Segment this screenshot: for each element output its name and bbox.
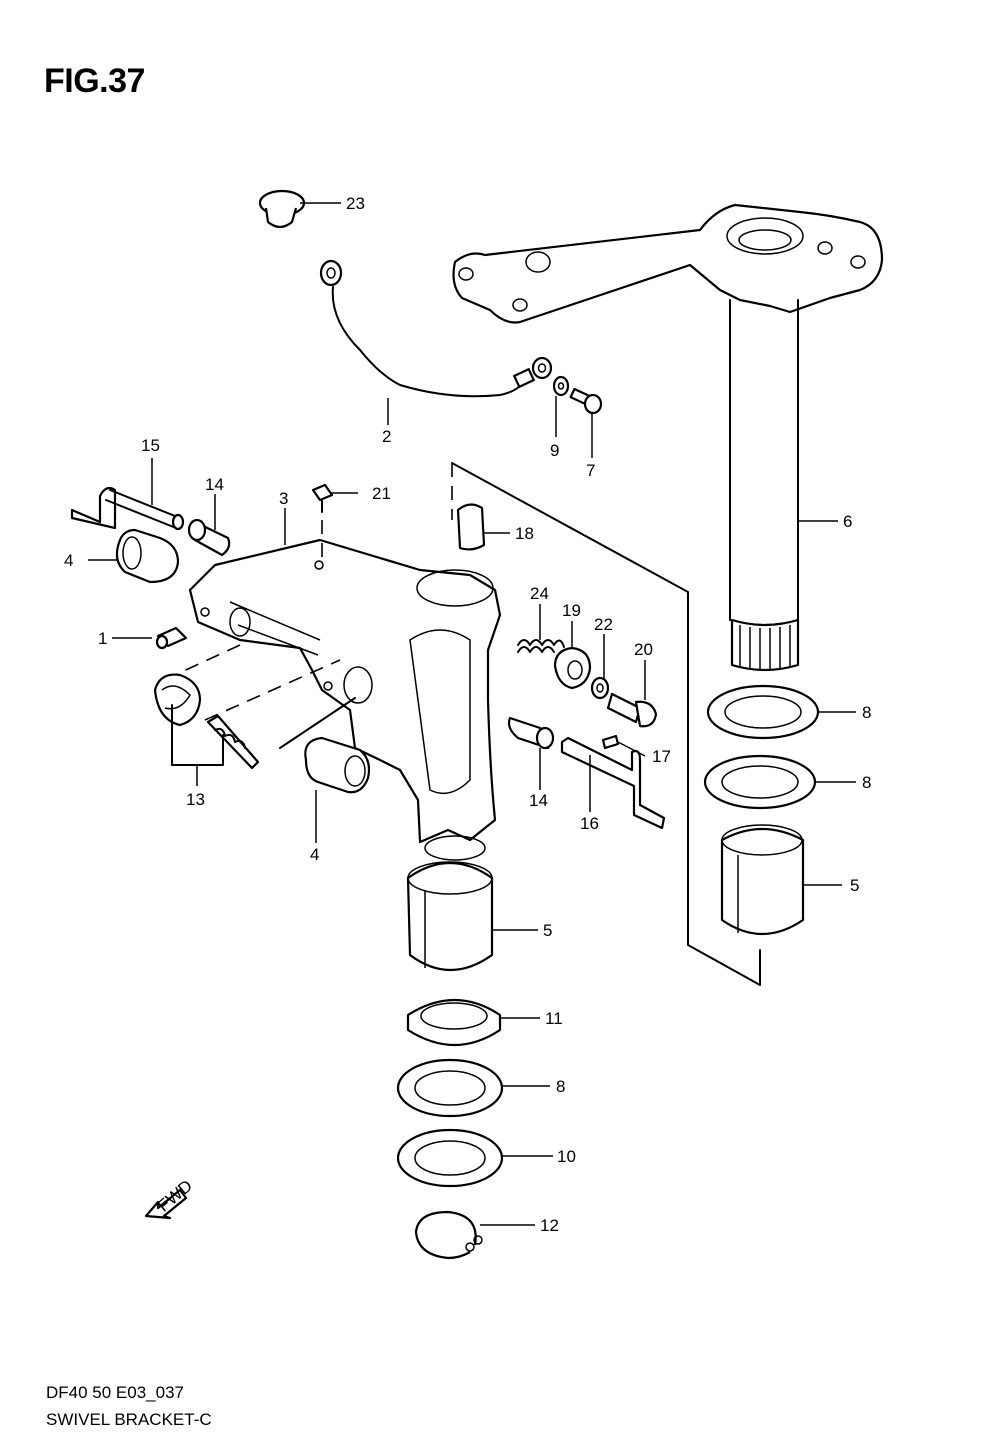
callout-19: 19 <box>562 601 581 620</box>
callout-13: 13 <box>186 790 205 809</box>
part-14-bushing-upper[interactable] <box>187 518 231 557</box>
part-1-grease-nipple[interactable] <box>155 626 188 650</box>
callout-1: 1 <box>98 629 107 648</box>
callout-3: 3 <box>279 489 288 508</box>
callout-12: 12 <box>540 1216 559 1235</box>
diagram-name: SWIVEL BRACKET-C <box>46 1410 212 1429</box>
callout-8-lower: 8 <box>556 1077 565 1096</box>
callout-6: 6 <box>843 512 852 531</box>
callout-8-right-upper: 8 <box>862 703 871 722</box>
diagram-code: DF40 50 E03_037 <box>46 1383 184 1402</box>
part-23-cap[interactable] <box>258 189 306 229</box>
part-16-tilt-lever[interactable] <box>560 736 666 830</box>
callout-8-right-lower: 8 <box>862 773 871 792</box>
part-6-steering-bracket[interactable] <box>452 203 884 672</box>
callout-10: 10 <box>557 1147 576 1166</box>
callout-21: 21 <box>372 484 391 503</box>
part-17-pin[interactable] <box>601 734 620 750</box>
callout-15: 15 <box>141 436 160 455</box>
callout-4-lower: 4 <box>310 845 319 864</box>
part-11-seal[interactable] <box>406 999 502 1046</box>
part-4-bushing-upper[interactable] <box>115 528 180 584</box>
part-8-washer-right-lower[interactable] <box>703 754 817 810</box>
part-24-spring[interactable] <box>517 639 565 653</box>
callout-labels: 23 2 9 7 6 8 8 5 15 14 4 3 21 18 24 19 2… <box>64 194 871 1235</box>
callout-5-right: 5 <box>850 876 859 895</box>
callout-23: 23 <box>346 194 365 213</box>
part-7-bolt[interactable] <box>569 387 603 415</box>
fwd-label: FWD <box>154 1176 196 1215</box>
part-18-pad[interactable] <box>456 503 486 551</box>
part-13-spring-assembly[interactable] <box>153 673 260 770</box>
callout-24: 24 <box>530 584 549 603</box>
callout-5-left: 5 <box>543 921 552 940</box>
part-3-swivel-bracket[interactable] <box>188 538 502 861</box>
part-9-washer[interactable] <box>552 375 570 397</box>
part-5-bushing-left[interactable] <box>406 861 494 972</box>
leader-lines <box>88 202 856 1226</box>
callout-11: 11 <box>545 1009 563 1028</box>
callout-2: 2 <box>382 427 391 446</box>
callout-9: 9 <box>550 441 559 460</box>
part-8-washer-lower[interactable] <box>396 1058 504 1118</box>
callout-14-upper: 14 <box>205 475 224 494</box>
callout-18: 18 <box>515 524 534 543</box>
figure-title: FIG.37 <box>44 62 145 100</box>
part-12-circlip[interactable] <box>414 1210 483 1260</box>
callout-17: 17 <box>652 747 671 766</box>
part-10-washer[interactable] <box>396 1128 504 1188</box>
callout-20: 20 <box>634 640 653 659</box>
assembly-frame <box>451 462 761 986</box>
part-22-washer[interactable] <box>590 676 610 700</box>
part-4-bushing-lower[interactable] <box>304 736 371 794</box>
callout-16: 16 <box>580 814 599 833</box>
part-19-knob[interactable] <box>553 646 592 690</box>
callout-14-lower: 14 <box>529 791 548 810</box>
part-14-bushing-lower[interactable] <box>507 716 555 750</box>
callout-4-upper: 4 <box>64 551 73 570</box>
part-8-washer-right-upper[interactable] <box>706 684 820 740</box>
part-15-tilt-pin[interactable] <box>70 486 185 531</box>
part-21-screw[interactable] <box>311 483 334 513</box>
callout-22: 22 <box>594 615 613 634</box>
fwd-direction-arrow: FWD <box>144 1176 196 1220</box>
part-2-ground-wire[interactable] <box>319 259 553 398</box>
part-20-bolt[interactable] <box>606 692 658 728</box>
part-5-bushing-right[interactable] <box>720 824 805 936</box>
callout-7: 7 <box>586 461 595 480</box>
